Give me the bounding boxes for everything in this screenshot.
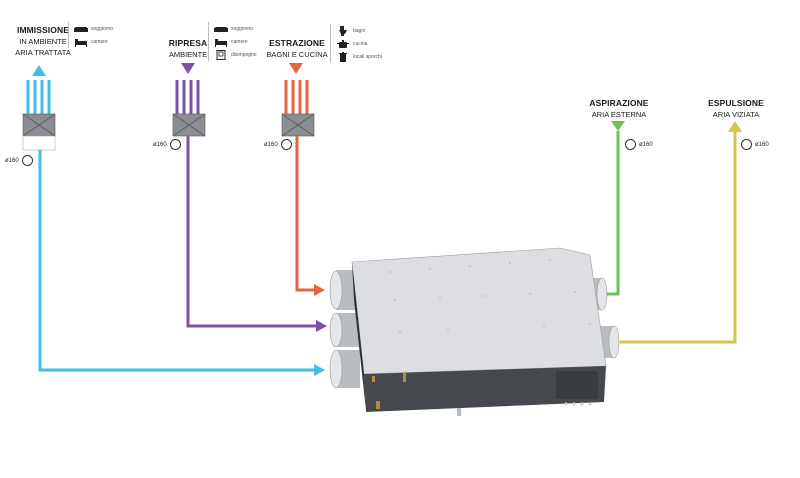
ripresa-line1: AMBIENTE	[168, 50, 208, 59]
closet-icon	[216, 49, 226, 60]
aspirazione-arrow	[611, 121, 625, 131]
aspirazione-duct	[597, 121, 625, 300]
estrazione-diameter: ø160	[264, 139, 295, 150]
diameter-text: ø160	[264, 141, 278, 148]
legend-text: camere	[231, 38, 248, 45]
ripresa-arrow	[181, 63, 195, 74]
ripresa-title: RIPRESA	[168, 38, 208, 48]
immissione-title: IMMISSIONE	[16, 25, 69, 35]
legend-row: soggiorno	[74, 22, 113, 35]
unit-control-panel	[556, 371, 598, 399]
legend-text: camere	[91, 38, 108, 45]
immissione-plenum	[22, 135, 56, 151]
immissione-label: IMMISSIONE IN AMBIENTE ARIA TRATTATA	[4, 25, 82, 58]
ripresa-grille	[175, 80, 200, 115]
legend-row: disimpegno	[214, 48, 257, 61]
bed-icon	[215, 38, 227, 47]
legend-row: cucina	[336, 37, 382, 50]
unit-left-spigots	[329, 270, 360, 389]
sofa-icon	[214, 26, 228, 32]
estrazione-title: ESTRAZIONE	[269, 38, 325, 48]
aspirazione-label: ASPIRAZIONE ARIA ESTERNA	[578, 98, 660, 120]
diameter-text: ø160	[5, 157, 19, 164]
legend-text: soggiorno	[91, 25, 113, 32]
sofa-icon	[74, 26, 88, 32]
duct-section-icon	[169, 139, 181, 150]
estrazione-line1: BAGNI E CUCINA	[266, 50, 328, 59]
legend-text: cucina	[353, 40, 368, 47]
estrazione-arrow	[289, 63, 303, 74]
duct-section-icon	[741, 139, 752, 150]
unit-left-face	[352, 262, 366, 410]
legend-text: disimpegno	[231, 51, 257, 58]
legend-row: camere	[74, 35, 113, 48]
toilet-icon	[339, 25, 347, 36]
duct-section-icon	[280, 139, 292, 150]
aspirazione-title: ASPIRAZIONE	[589, 98, 649, 108]
estrazione-legend: bagni cucina locali sporchi	[330, 24, 382, 63]
estrazione-duct	[281, 63, 325, 296]
unit-top	[351, 247, 607, 375]
espulsione-line1: ARIA VIZIATA	[712, 110, 760, 119]
immissione-duct	[22, 65, 325, 376]
duct-section-icon	[21, 155, 33, 166]
immissione-grille	[26, 80, 51, 115]
legend-text: soggiorno	[231, 25, 253, 32]
ripresa-inlet-arrow	[316, 320, 327, 332]
aspirazione-line1: ARIA ESTERNA	[591, 110, 647, 119]
legend-row: locali sporchi	[336, 50, 382, 63]
espulsione-label: ESPULSIONE ARIA VIZIATA	[696, 98, 776, 120]
legend-text: bagni	[353, 27, 366, 34]
unit-front-face	[364, 366, 606, 412]
ripresa-legend: soggiorno camere disimpegno	[208, 22, 257, 61]
espulsione-duct	[609, 121, 742, 348]
ripresa-label: RIPRESA AMBIENTE	[158, 38, 218, 60]
estrazione-inlet-arrow	[314, 284, 325, 296]
diameter-text: ø160	[153, 141, 167, 148]
aspirazione-diameter: ø160	[622, 139, 653, 150]
duct-section-icon	[625, 139, 636, 150]
trash-bin-icon	[339, 51, 347, 62]
diameter-text: ø160	[639, 141, 653, 148]
estrazione-grille	[284, 80, 309, 115]
legend-row: bagni	[336, 24, 382, 37]
estrazione-label: ESTRAZIONE BAGNI E CUCINA	[256, 38, 338, 60]
diameter-text: ø160	[755, 141, 769, 148]
espulsione-title: ESPULSIONE	[708, 98, 764, 108]
ripresa-duct	[172, 63, 327, 332]
immissione-line1: IN AMBIENTE	[19, 37, 67, 46]
immissione-diameter: ø160	[5, 155, 36, 166]
immissione-arrow	[32, 65, 46, 76]
espulsione-diameter: ø160	[738, 139, 769, 150]
immissione-inlet-arrow	[314, 364, 325, 376]
legend-text: locali sporchi	[353, 53, 382, 60]
unit-drain-fitting	[376, 401, 380, 409]
legend-row: camere	[214, 35, 257, 48]
ripresa-diameter: ø160	[153, 139, 184, 150]
heat-recovery-unit	[329, 247, 620, 416]
bed-icon	[75, 38, 87, 47]
legend-row: soggiorno	[214, 22, 257, 35]
immissione-legend: soggiorno camere	[68, 22, 113, 48]
cooking-pot-icon	[337, 39, 349, 48]
immissione-line2: ARIA TRATTATA	[15, 48, 71, 57]
espulsione-arrow	[728, 121, 742, 132]
